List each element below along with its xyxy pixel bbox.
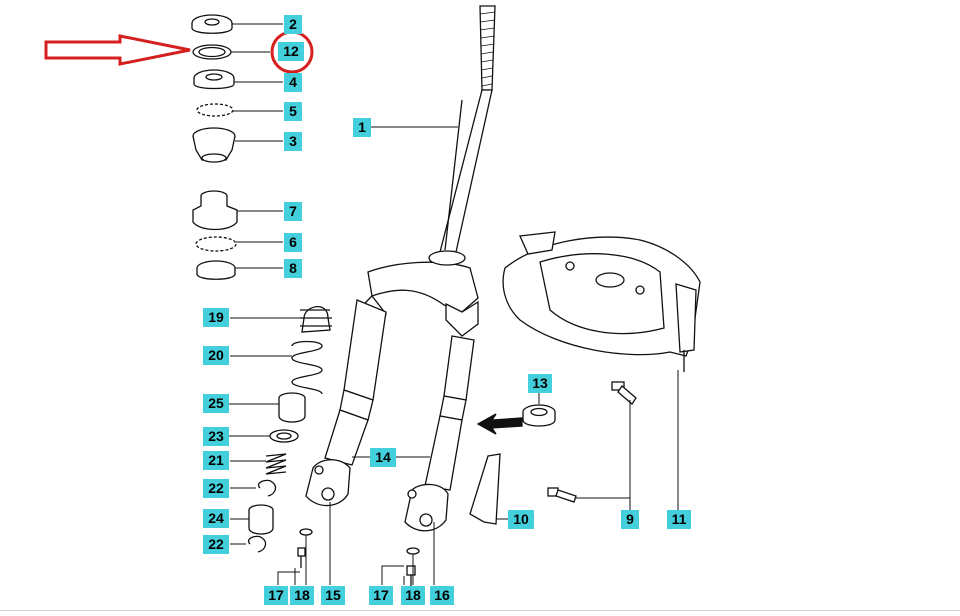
part-label-11: 11 <box>667 510 691 529</box>
part-label-7: 7 <box>284 202 302 221</box>
steering-stem-part <box>439 5 496 253</box>
dust-seal-bearing-part <box>522 404 556 427</box>
part-label-17-left: 17 <box>264 586 288 605</box>
part-label-19: 19 <box>203 308 229 327</box>
bolt-parts <box>547 381 637 503</box>
part-label-22-bottom: 22 <box>203 535 229 554</box>
part-label-4: 4 <box>284 73 302 92</box>
red-arrow-icon <box>44 34 191 66</box>
part-label-8: 8 <box>284 259 302 278</box>
headset-parts-stack <box>191 14 420 586</box>
part-label-9: 9 <box>621 510 639 529</box>
part-label-14: 14 <box>370 448 396 467</box>
brake-backing-plate-part <box>502 231 701 372</box>
part-label-15: 15 <box>321 586 345 605</box>
bottom-divider <box>0 610 960 611</box>
part-label-21: 21 <box>203 451 229 470</box>
part-label-18-left: 18 <box>290 586 314 605</box>
part-label-6: 6 <box>284 233 302 252</box>
part-label-1: 1 <box>353 118 371 137</box>
part-label-3: 3 <box>284 132 302 151</box>
part-label-24: 24 <box>203 509 229 528</box>
highlight-markers <box>44 30 314 74</box>
part-label-22-top: 22 <box>203 479 229 498</box>
part-label-20: 20 <box>203 346 229 365</box>
part-label-10: 10 <box>508 510 534 529</box>
front-fork-part <box>305 250 479 532</box>
part-label-17-right: 17 <box>369 586 393 605</box>
part-label-12: 12 <box>278 42 304 61</box>
part-label-5: 5 <box>284 102 302 121</box>
part-label-23: 23 <box>203 427 229 446</box>
guide-boot-part <box>469 453 501 525</box>
part-label-2: 2 <box>284 15 302 34</box>
part-label-16: 16 <box>430 586 454 605</box>
part-label-18-right: 18 <box>401 586 425 605</box>
direction-arrow <box>476 413 523 435</box>
part-label-25: 25 <box>203 394 229 413</box>
part-label-13: 13 <box>528 374 552 393</box>
